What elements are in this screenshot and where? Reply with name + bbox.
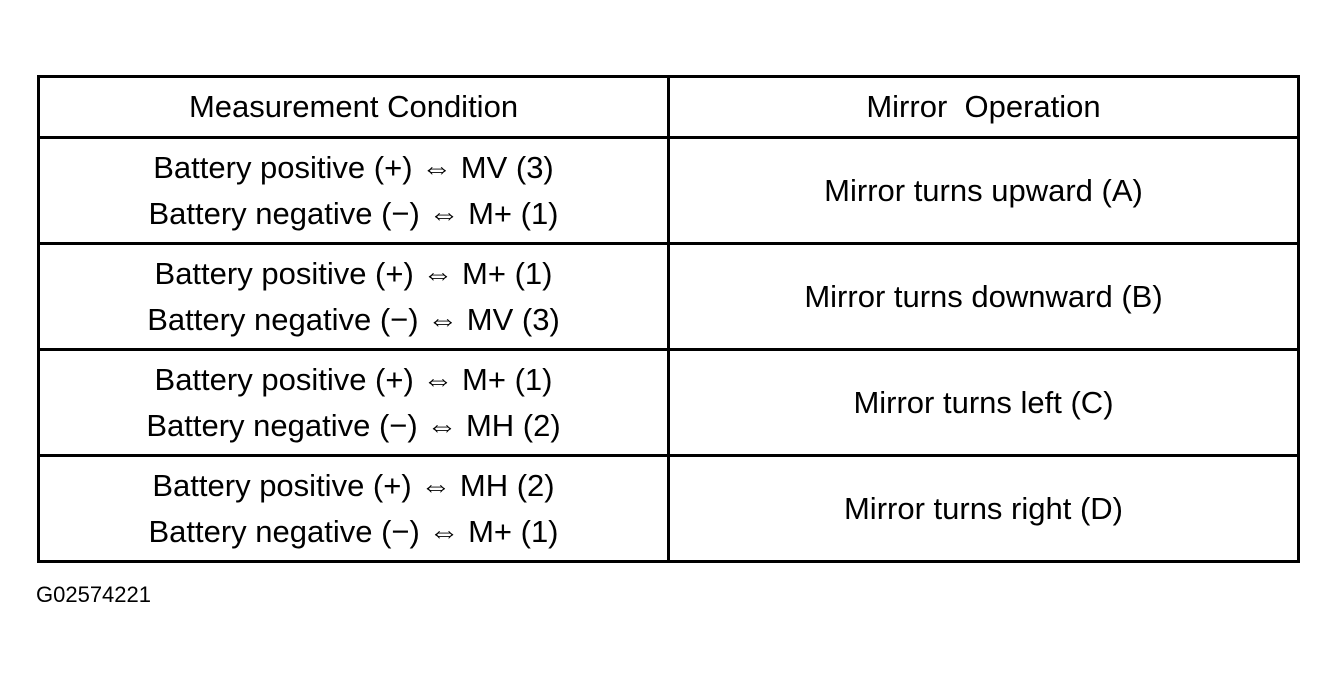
condition-line-negative: Battery negative (−) ⇔ M+ (1) [148,513,559,549]
condition-line-positive: Battery positive (+) ⇔ M+ (1) [154,255,553,291]
condition-line-negative: Battery negative (−) ⇔ MH (2) [146,407,561,443]
operation-cell: Mirror turns left (C) [667,348,1300,457]
operation-cell: Mirror turns upward (A) [667,136,1300,245]
mirror-operation-table: Measurement Condition Mirror Operation B… [37,75,1300,563]
condition-cell: Battery positive (+) ⇔ M+ (1) Battery ne… [37,242,670,351]
operation-cell: Mirror turns right (D) [667,454,1300,563]
condition-cell: Battery positive (+) ⇔ MV (3) Battery ne… [37,136,670,245]
table-row: Battery positive (+) ⇔ MH (2) Battery ne… [37,454,1300,563]
header-measurement-condition: Measurement Condition [37,75,670,139]
table-row: Battery positive (+) ⇔ M+ (1) Battery ne… [37,242,1300,351]
mirror-operation-table-container: Measurement Condition Mirror Operation B… [37,75,1300,563]
condition-cell: Battery positive (+) ⇔ MH (2) Battery ne… [37,454,670,563]
table-row: Battery positive (+) ⇔ M+ (1) Battery ne… [37,348,1300,457]
condition-line-positive: Battery positive (+) ⇔ M+ (1) [154,361,553,397]
table-header-row: Measurement Condition Mirror Operation [37,75,1300,139]
condition-line-positive: Battery positive (+) ⇔ MV (3) [153,149,554,185]
condition-cell: Battery positive (+) ⇔ M+ (1) Battery ne… [37,348,670,457]
condition-line-positive: Battery positive (+) ⇔ MH (2) [152,467,555,503]
operation-cell: Mirror turns downward (B) [667,242,1300,351]
header-mirror-operation: Mirror Operation [667,75,1300,139]
figure-code: G02574221 [36,582,151,607]
condition-line-negative: Battery negative (−) ⇔ MV (3) [147,301,560,337]
condition-line-negative: Battery negative (−) ⇔ M+ (1) [148,195,559,231]
table-row: Battery positive (+) ⇔ MV (3) Battery ne… [37,136,1300,245]
